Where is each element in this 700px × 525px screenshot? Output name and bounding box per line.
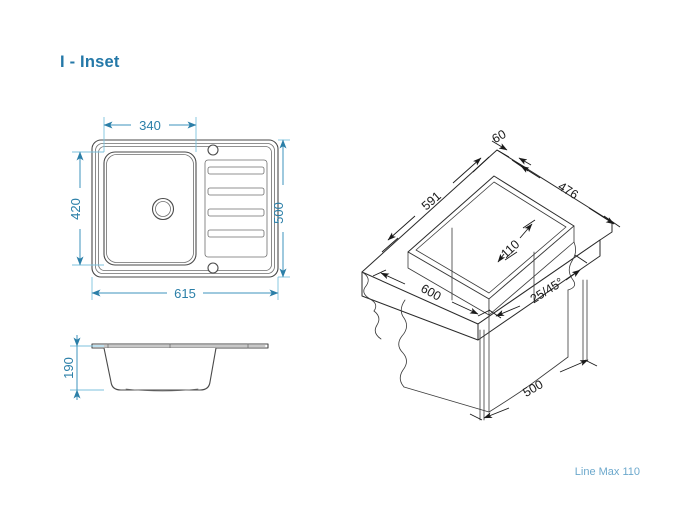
drain-opening-inner-icon <box>155 201 171 217</box>
dim-line-2545-a <box>495 305 521 317</box>
drainer-groove <box>207 187 265 196</box>
worktop-cutout-inner <box>415 181 567 294</box>
dim-line-500iso-b <box>559 359 589 373</box>
side-view-group: 190 <box>61 335 269 400</box>
dimension-label-340: 340 <box>139 118 161 133</box>
dim-line-591-b <box>452 157 482 184</box>
dim-line-600-b <box>451 301 479 315</box>
ext-line-60-a <box>496 149 510 158</box>
top-view-group: 340 420 500 615 <box>68 117 290 301</box>
ext-line-591-a <box>381 237 399 253</box>
dimension-label-190: 190 <box>61 357 76 379</box>
worktop-break-line-left <box>361 271 377 312</box>
ext-line-2545-b <box>574 254 588 264</box>
worktop-break-line-left-lower <box>373 310 382 340</box>
dim-line-476-a <box>520 165 541 179</box>
sink-bowl <box>103 151 197 266</box>
dim-line-476-b <box>588 207 615 225</box>
ext-line-2545-a <box>488 309 502 319</box>
ext-line-600-a <box>372 269 387 277</box>
ext-line-600-b <box>477 309 491 317</box>
dimension-label-60: 60 <box>489 127 508 146</box>
dimension-label-615: 615 <box>174 286 196 301</box>
dim-line-591-a <box>387 215 416 241</box>
cabinet-break-line-left <box>398 299 407 388</box>
dimension-label-500: 500 <box>271 202 286 224</box>
dim-line-60-b <box>518 157 532 166</box>
dim-line-500iso-a <box>483 407 510 419</box>
ext-line-110-b <box>504 251 518 261</box>
ext-line-500iso-a <box>469 413 483 421</box>
drainer-panel <box>204 159 268 258</box>
tap-hole-icon <box>207 144 219 156</box>
dimension-label-420: 420 <box>68 198 83 220</box>
cabinet-break-line-far <box>567 241 576 291</box>
footer-product-label: Line Max 110 <box>575 466 640 478</box>
iso-view-group: 591 60 476 110 600 <box>361 127 621 421</box>
dim-line-110-b <box>497 253 506 263</box>
drainer-groove <box>207 229 265 238</box>
drainer-groove <box>207 166 265 175</box>
sink-rim-bead <box>98 146 272 271</box>
overflow-hole-icon <box>207 262 219 274</box>
dim-line-60-a <box>491 140 508 151</box>
cabinet-break-line-right <box>488 356 569 413</box>
dim-line-2545-b <box>565 269 581 281</box>
page-title: I - Inset <box>60 53 120 71</box>
drainer-groove <box>207 208 265 217</box>
sink-bowl-inner <box>106 154 194 263</box>
dim-line-110-a <box>519 223 533 239</box>
dim-line-600-a <box>380 272 406 285</box>
bowl-base-curve <box>125 388 199 392</box>
drainer-grooves <box>207 166 265 238</box>
cabinet-bottom-edge <box>403 386 490 413</box>
sink-inner-rim <box>95 143 275 274</box>
sink-bowl-profile <box>103 347 217 391</box>
worktop-right-edge <box>477 239 601 341</box>
